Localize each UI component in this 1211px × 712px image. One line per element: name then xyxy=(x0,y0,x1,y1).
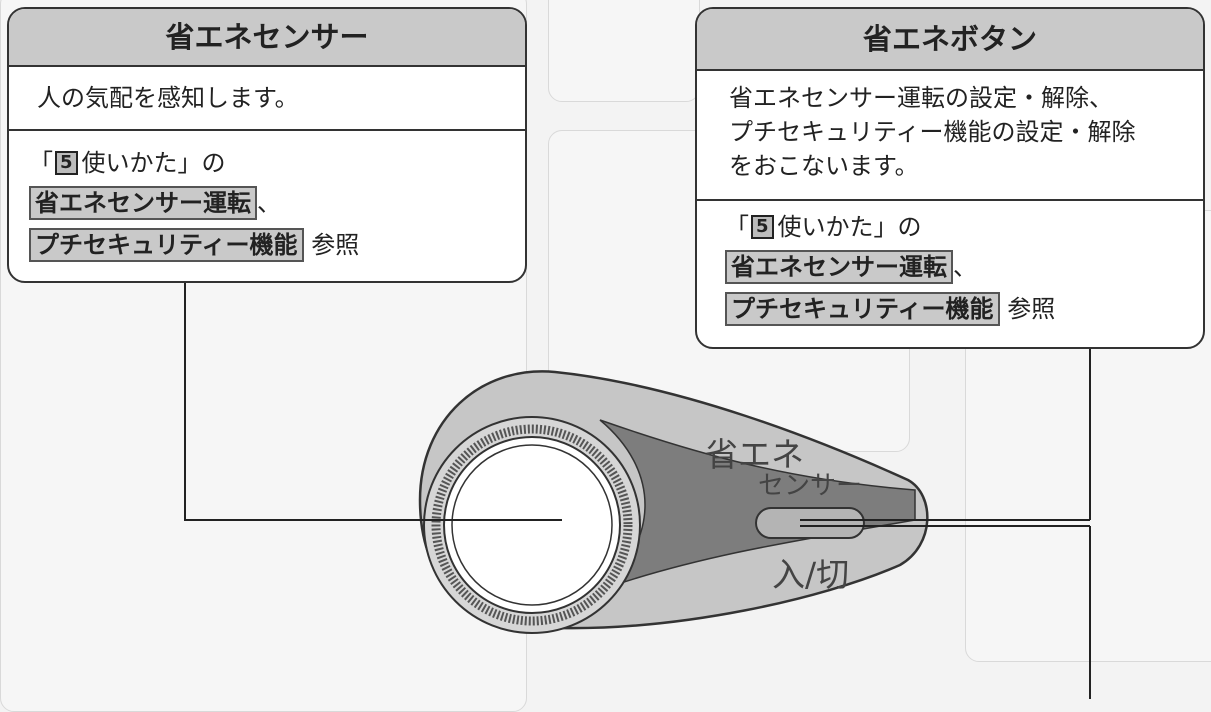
callout-title: 省エネボタン xyxy=(697,9,1203,71)
sensor-window xyxy=(451,444,613,606)
device-label-on-off: 入/切 xyxy=(772,555,850,594)
callout-title: 省エネセンサー xyxy=(9,9,525,67)
petit-security-function-link[interactable]: プチセキュリティー機能 xyxy=(725,292,1000,326)
energy-saving-button-callout: 省エネボタン 省エネセンサー運転の設定・解除、 プチセキュリティー機能の設定・解… xyxy=(695,7,1205,349)
callout-description: 省エネセンサー運転の設定・解除、 プチセキュリティー機能の設定・解除 をおこない… xyxy=(697,71,1203,201)
background-panel-top xyxy=(548,0,700,102)
energy-saving-sensor-operation-link[interactable]: 省エネセンサー運転 xyxy=(725,250,953,284)
energy-saving-button xyxy=(755,507,865,539)
device-swoosh xyxy=(599,419,916,591)
section-number-badge: 5 xyxy=(751,215,774,239)
petit-security-function-link[interactable]: プチセキュリティー機能 xyxy=(29,228,304,262)
sensor-leader-line xyxy=(184,283,562,521)
callout-description: 人の気配を感知します。 xyxy=(9,67,525,131)
device-label-energy-saving: 省エネ xyxy=(705,435,804,474)
device-label-sensor: センサー xyxy=(758,471,863,501)
energy-saving-sensor-operation-link[interactable]: 省エネセンサー運転 xyxy=(29,186,257,220)
section-number-badge: 5 xyxy=(55,151,78,175)
